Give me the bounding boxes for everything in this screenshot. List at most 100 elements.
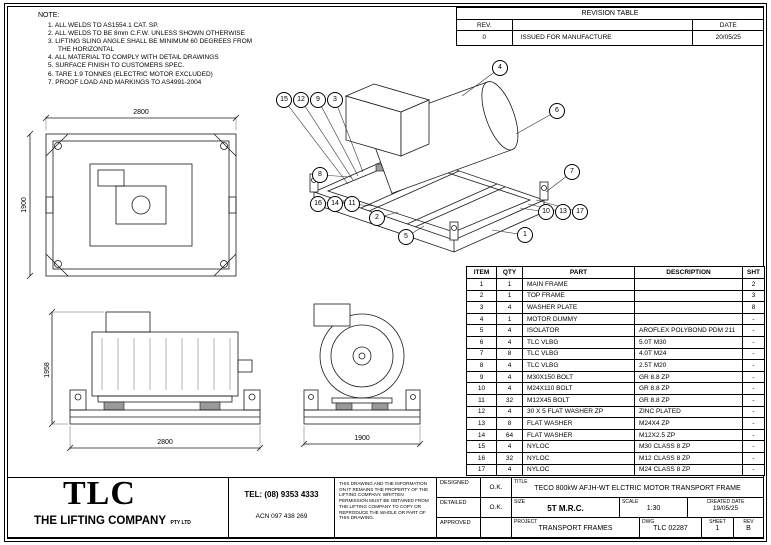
created-date-label: CREATED DATE <box>706 499 745 505</box>
size-label: SIZE <box>514 499 526 505</box>
legal-block: THIS DRAWING AND THE INFORMATION ON IT R… <box>334 477 437 538</box>
top-view-drawing: 2800 1900 <box>21 109 240 280</box>
detailed-value: O.K. <box>489 504 503 511</box>
balloon-callout: 10 <box>538 204 554 220</box>
approved-row: APPROVED <box>436 517 512 538</box>
balloon-callout: 8 <box>312 167 328 183</box>
bom-cell: 4 <box>496 463 523 477</box>
balloon-callout: 5 <box>398 229 414 245</box>
title-label: TITLE <box>514 479 528 485</box>
note-item: 6. TARE 1.9 TONNES (ELECTRIC MOTOR EXCLU… <box>48 70 213 78</box>
bom-cell: 12 <box>466 405 497 419</box>
bom-cell: 4 <box>496 440 523 453</box>
designed-value: O.K. <box>489 484 503 491</box>
bom-cell: TLC VLBG <box>522 335 635 349</box>
bom-cell: M12X2.5 ZP <box>634 428 743 442</box>
bom-cell: 9 <box>466 370 497 384</box>
sheet-label: SHEET <box>709 519 726 525</box>
notes-heading: NOTE: <box>38 12 60 19</box>
rev-label: REV <box>743 519 754 525</box>
bom-cell <box>634 289 743 303</box>
created-date-value: 19/05/25 <box>712 505 739 512</box>
bom-cell: 7 <box>466 347 497 361</box>
bom-cell: 1 <box>496 289 523 303</box>
bom-cell: 4 <box>496 382 523 395</box>
bom-header-sht: SHT <box>742 266 765 279</box>
note-item: 7. PROOF LOAD AND MARKINGS TO AS4991-200… <box>48 78 202 86</box>
company-logo: TLC <box>63 475 136 512</box>
rev-value: B <box>746 525 751 532</box>
bom-cell: GR 8.8 ZP <box>634 393 743 407</box>
bom-cell: 17 <box>466 463 497 477</box>
bom-cell: 4 <box>496 370 523 384</box>
bom-cell: NYLOC <box>522 451 635 465</box>
sheet-cell: SHEET 1 <box>701 517 734 538</box>
balloon-callout: 4 <box>492 60 508 76</box>
revision-table-header: REV. DATE <box>457 20 763 31</box>
front-view-drawing: 1958 2800 <box>44 308 264 452</box>
bom-cell: - <box>742 440 765 453</box>
balloon-callout: 7 <box>564 164 580 180</box>
bom-cell: - <box>742 347 765 361</box>
top-view-height-dim: 1900 <box>21 197 28 213</box>
dwg-label: DWG <box>642 519 655 525</box>
company-name: THE LIFTING COMPANY <box>34 515 167 527</box>
balloon-callout: 11 <box>344 196 360 212</box>
bom-cell: 8 <box>742 301 765 314</box>
bom-cell: M24X110 BOLT <box>522 382 635 395</box>
detailed-label: DETAILED <box>437 498 481 517</box>
revision-rev: 0 <box>457 31 513 45</box>
bom-cell: M24 CLASS 8 ZP <box>634 463 743 477</box>
bom-cell: 4.0T M24 <box>634 347 743 361</box>
top-view-width-dim: 2800 <box>133 109 149 116</box>
side-view-drawing: 1900 <box>300 303 424 448</box>
bom-cell: 8 <box>466 359 497 372</box>
bom-cell: M30X150 BOLT <box>522 370 635 384</box>
bom-cell: 4 <box>496 359 523 372</box>
bom-cell: 32 <box>496 451 523 465</box>
bom-cell: - <box>742 405 765 419</box>
project-label: PROJECT <box>514 519 538 525</box>
bom-cell: 14 <box>466 428 497 442</box>
size-cell: SIZE 5T M.R.C. <box>511 497 620 518</box>
note-item: 1. ALL WELDS TO AS1554.1 CAT. SP. <box>48 21 159 29</box>
bom-cell: MAIN FRAME <box>522 278 635 291</box>
designed-row: DESIGNED O.K. <box>436 477 512 498</box>
company-name-line: THE LIFTING COMPANY PTY LTD <box>8 511 228 529</box>
bom-cell: - <box>742 417 765 430</box>
dwg-number: TLC 02287 <box>653 525 688 532</box>
note-item: 3. LIFTING SLING ANGLE SHALL BE MINIMUM … <box>48 38 253 54</box>
created-date-cell: CREATED DATE 19/05/25 <box>687 497 764 518</box>
bom-cell: 3 <box>742 289 765 303</box>
revision-table-title: REVISION TABLE <box>457 8 763 20</box>
bom-cell: 13 <box>466 417 497 430</box>
bom-cell: 1 <box>466 278 497 291</box>
revision-col-desc <box>513 20 694 30</box>
notes-list: 1. ALL WELDS TO AS1554.1 CAT. SP.2. ALL … <box>38 22 253 87</box>
bom-cell: 1 <box>496 312 523 326</box>
designed-label: DESIGNED <box>437 478 481 497</box>
bom-cell: 64 <box>496 428 523 442</box>
phone-number: TEL: (08) 9353 4333 <box>244 490 319 499</box>
bom-cell: 2 <box>466 289 497 303</box>
bom-cell <box>634 301 743 314</box>
project-cell: PROJECT TRANSPORT FRAMES <box>511 517 640 538</box>
company-suffix: PTY LTD <box>170 520 191 526</box>
legal-text: THIS DRAWING AND THE INFORMATION ON IT R… <box>339 481 429 521</box>
bom-cell: 5.0T M30 <box>634 335 743 349</box>
approved-value <box>481 518 511 537</box>
bom-cell: 2.5T M20 <box>634 359 743 372</box>
balloon-callout: 6 <box>549 103 565 119</box>
